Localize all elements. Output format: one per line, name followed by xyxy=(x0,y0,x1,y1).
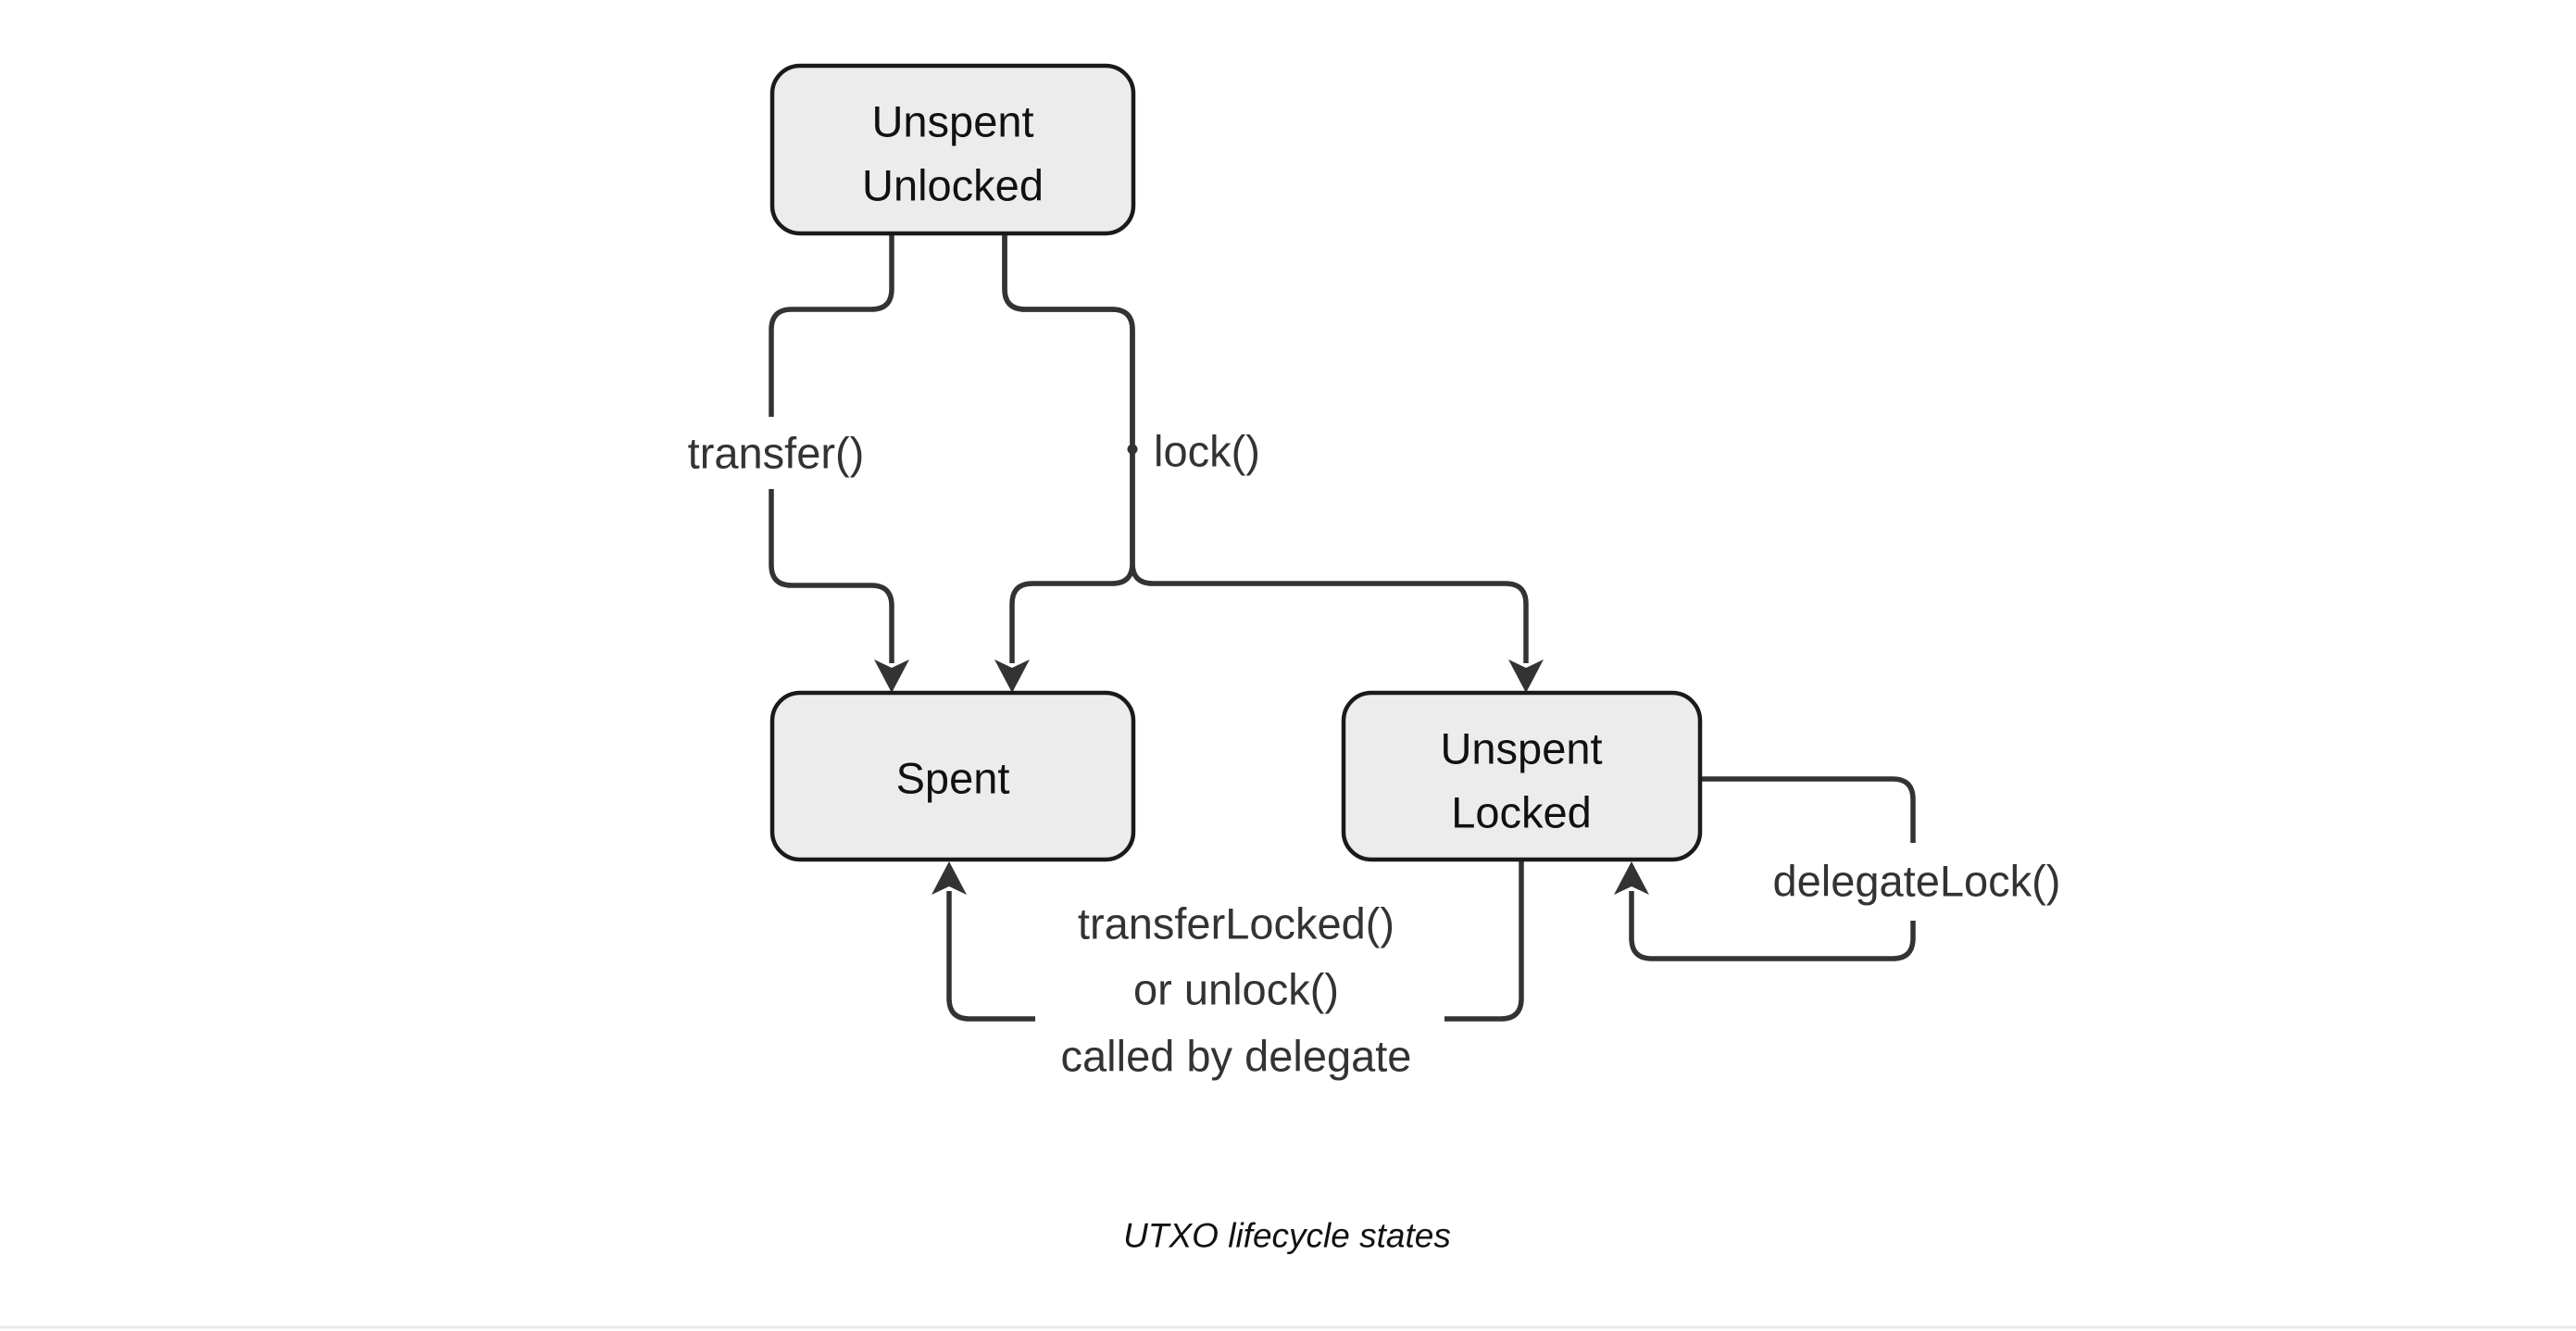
node-unspent-unlocked-box xyxy=(769,63,1136,236)
transfer-locked-label-line2: or unlock() xyxy=(1133,965,1339,1014)
lock-label-anchor-dot xyxy=(1127,444,1138,455)
node-spent: Spent xyxy=(769,690,1136,862)
delegate-lock-label-bg xyxy=(1757,843,2080,921)
node-unspent-unlocked-label-line2: Unlocked xyxy=(862,161,1044,210)
node-unspent-unlocked-label-line1: Unspent xyxy=(871,97,1033,146)
transfer-locked-label-line1: transferLocked() xyxy=(1078,899,1394,948)
lock-label: lock() xyxy=(1154,427,1260,476)
node-unspent-locked: Unspent Locked xyxy=(1341,690,1703,862)
transfer-locked-label-line3: called by delegate xyxy=(1061,1032,1412,1081)
node-spent-box xyxy=(769,690,1136,862)
edge-delegate-lock xyxy=(1629,776,1916,961)
diagram-caption: UTXO lifecycle states xyxy=(1123,1217,1451,1255)
arrowhead-transfer-into-spent xyxy=(874,659,909,693)
arrowhead-delegate-lock-return xyxy=(1614,861,1649,895)
node-unspent-locked-label-line1: Unspent xyxy=(1440,724,1602,773)
node-unspent-locked-label-line2: Locked xyxy=(1451,788,1592,837)
transfer-locked-label-bg xyxy=(1035,887,1444,1086)
edge-unlabeled-to-spent xyxy=(1002,233,1135,663)
delegate-lock-label: delegateLock() xyxy=(1773,857,2061,906)
node-spent-label: Spent xyxy=(896,754,1010,803)
node-unspent-locked-box xyxy=(1341,690,1703,862)
arrowhead-transfer-locked-into-spent xyxy=(932,861,967,895)
arrowhead-lock-into-unspent-locked xyxy=(1508,659,1544,693)
node-unspent-unlocked: Unspent Unlocked xyxy=(769,63,1136,236)
transfer-label: transfer() xyxy=(688,429,865,478)
edge-lock xyxy=(1002,233,1529,663)
arrowhead-branch-into-spent xyxy=(994,659,1030,693)
transfer-label-bg xyxy=(667,417,885,489)
